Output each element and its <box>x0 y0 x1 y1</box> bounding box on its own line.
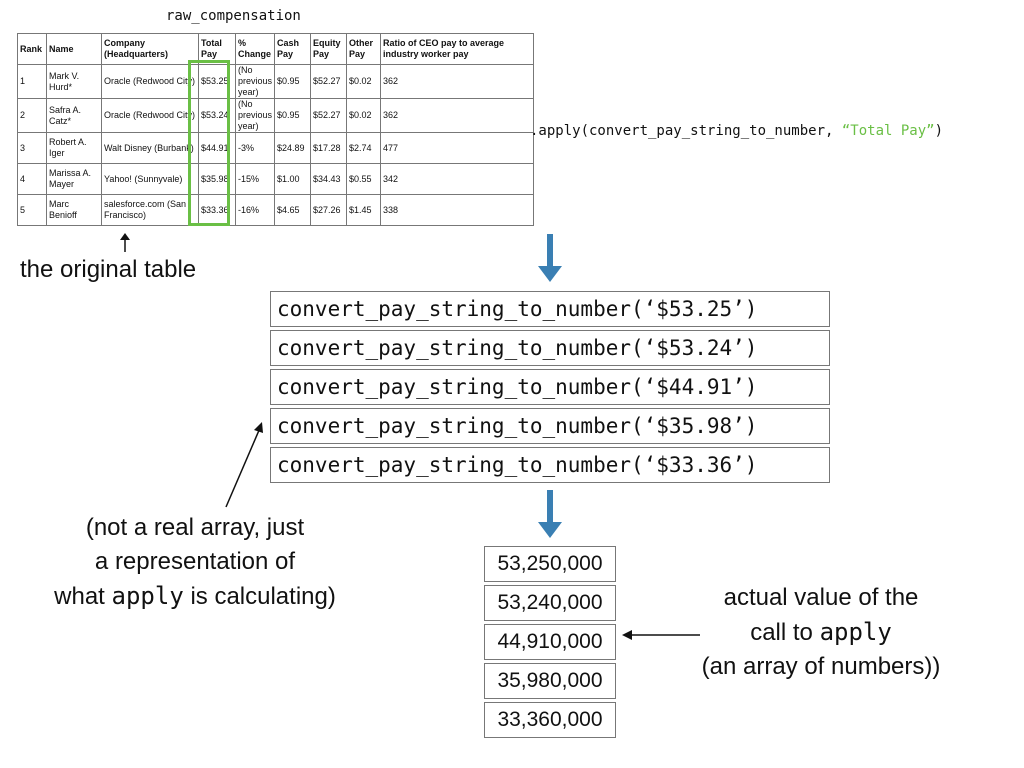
header-cell: Company (Headquarters) <box>101 33 199 65</box>
apply-call-item: convert_pay_string_to_number(‘$53.25’) <box>270 291 830 327</box>
table-cell: salesforce.com (San Francisco) <box>101 194 199 226</box>
table-cell: $1.00 <box>274 163 312 195</box>
table-row: 3 Robert A. Iger Walt Disney (Burbank) $… <box>17 132 535 164</box>
apply-call-item: convert_pay_string_to_number(‘$35.98’) <box>270 408 830 444</box>
table-row: 1 Mark V. Hurd* Oracle (Redwood City) $5… <box>17 64 535 99</box>
header-cell: % Change <box>234 33 276 65</box>
table-cell: Mark V. Hurd* <box>46 64 102 99</box>
table-cell: 3 <box>17 132 47 164</box>
table-cell: $52.27 <box>310 64 348 99</box>
note-line: a representation of <box>94 548 296 575</box>
apply-code-argument: “Total Pay” <box>841 123 935 139</box>
actual-value-note: actual value of the call to apply (an ar… <box>660 581 982 684</box>
table-cell: $0.95 <box>274 64 312 99</box>
table-cell: 477 <box>380 132 535 164</box>
table-cell: Marissa A. Mayer <box>46 163 102 195</box>
table-row: 4 Marissa A. Mayer Yahoo! (Sunnyvale) $3… <box>17 163 535 195</box>
up-arrow-icon <box>120 233 130 252</box>
table-cell: 362 <box>380 98 535 133</box>
table-cell: Safra A. Catz* <box>46 98 102 133</box>
table-cell: (No previous year) <box>234 98 276 133</box>
table-cell: $0.02 <box>346 64 382 99</box>
table-row: 2 Safra A. Catz* Oracle (Redwood City) $… <box>17 98 535 133</box>
table-cell: $27.26 <box>310 194 348 226</box>
result-value: 53,240,000 <box>484 585 616 621</box>
table-cell: 342 <box>380 163 535 195</box>
apply-code-prefix: .apply(convert_pay_string_to_number, <box>530 123 842 139</box>
header-cell: Other Pay <box>346 33 382 65</box>
table-cell: 338 <box>380 194 535 226</box>
table-cell: $52.27 <box>310 98 348 133</box>
total-pay-highlight <box>188 60 230 226</box>
table-cell: Walt Disney (Burbank) <box>101 132 199 164</box>
apply-call-item: convert_pay_string_to_number(‘$33.36’) <box>270 447 830 483</box>
table-cell: $1.45 <box>346 194 382 226</box>
pointer-arrow-icon <box>225 422 263 508</box>
table-row: 5 Marc Benioff salesforce.com (San Franc… <box>17 194 535 226</box>
header-cell: Equity Pay <box>310 33 348 65</box>
left-arrow-icon <box>622 630 700 640</box>
table-cell: 4 <box>17 163 47 195</box>
table-cell: $24.89 <box>274 132 312 164</box>
result-value: 44,910,000 <box>484 624 616 660</box>
note-line: actual value of the <box>723 584 919 611</box>
header-cell: Ratio of CEO pay to average industry wor… <box>380 33 535 65</box>
original-table-label: the original table <box>20 256 197 283</box>
apply-call-item: convert_pay_string_to_number(‘$44.91’) <box>270 369 830 405</box>
table-cell: $34.43 <box>310 163 348 195</box>
result-value: 35,980,000 <box>484 663 616 699</box>
table-cell: Robert A. Iger <box>46 132 102 164</box>
header-cell: Total Pay <box>198 33 236 65</box>
raw-compensation-table: Rank Name Company (Headquarters) Total P… <box>17 33 535 226</box>
header-cell: Name <box>46 33 102 65</box>
note-text: is calculating) <box>183 583 336 610</box>
apply-keyword: apply <box>819 618 892 646</box>
table-caption: raw_compensation <box>166 8 301 24</box>
down-arrow-icon <box>538 234 562 282</box>
table-cell: (No previous year) <box>234 64 276 99</box>
table-header-row: Rank Name Company (Headquarters) Total P… <box>17 33 535 65</box>
table-cell: $0.55 <box>346 163 382 195</box>
table-cell: 2 <box>17 98 47 133</box>
header-cell: Rank <box>17 33 47 65</box>
result-value: 53,250,000 <box>484 546 616 582</box>
apply-code: .apply(convert_pay_string_to_number, “To… <box>530 123 943 139</box>
table-cell: $17.28 <box>310 132 348 164</box>
table-cell: Oracle (Redwood City) <box>101 98 199 133</box>
table-cell: $0.95 <box>274 98 312 133</box>
table-cell: 362 <box>380 64 535 99</box>
apply-keyword: apply <box>111 582 184 610</box>
note-text: call to <box>750 619 820 646</box>
note-line: (an array of numbers)) <box>701 653 941 680</box>
result-value: 33,360,000 <box>484 702 616 738</box>
apply-call-item: convert_pay_string_to_number(‘$53.24’) <box>270 330 830 366</box>
table-cell: Marc Benioff <box>46 194 102 226</box>
table-cell: Oracle (Redwood City) <box>101 64 199 99</box>
apply-code-suffix: ) <box>934 123 944 139</box>
note-line: (not a real array, just <box>85 514 305 541</box>
header-cell: Cash Pay <box>274 33 312 65</box>
table-cell: -3% <box>234 132 276 164</box>
table-cell: $0.02 <box>346 98 382 133</box>
table-cell: -15% <box>234 163 276 195</box>
table-cell: Yahoo! (Sunnyvale) <box>101 163 199 195</box>
table-cell: -16% <box>234 194 276 226</box>
table-cell: $2.74 <box>346 132 382 164</box>
representation-note: (not a real array, just a representation… <box>10 511 380 614</box>
table-cell: 5 <box>17 194 47 226</box>
table-cell: 1 <box>17 64 47 99</box>
table-cell: $4.65 <box>274 194 312 226</box>
down-arrow-icon <box>538 490 562 538</box>
note-text: what <box>54 583 112 610</box>
